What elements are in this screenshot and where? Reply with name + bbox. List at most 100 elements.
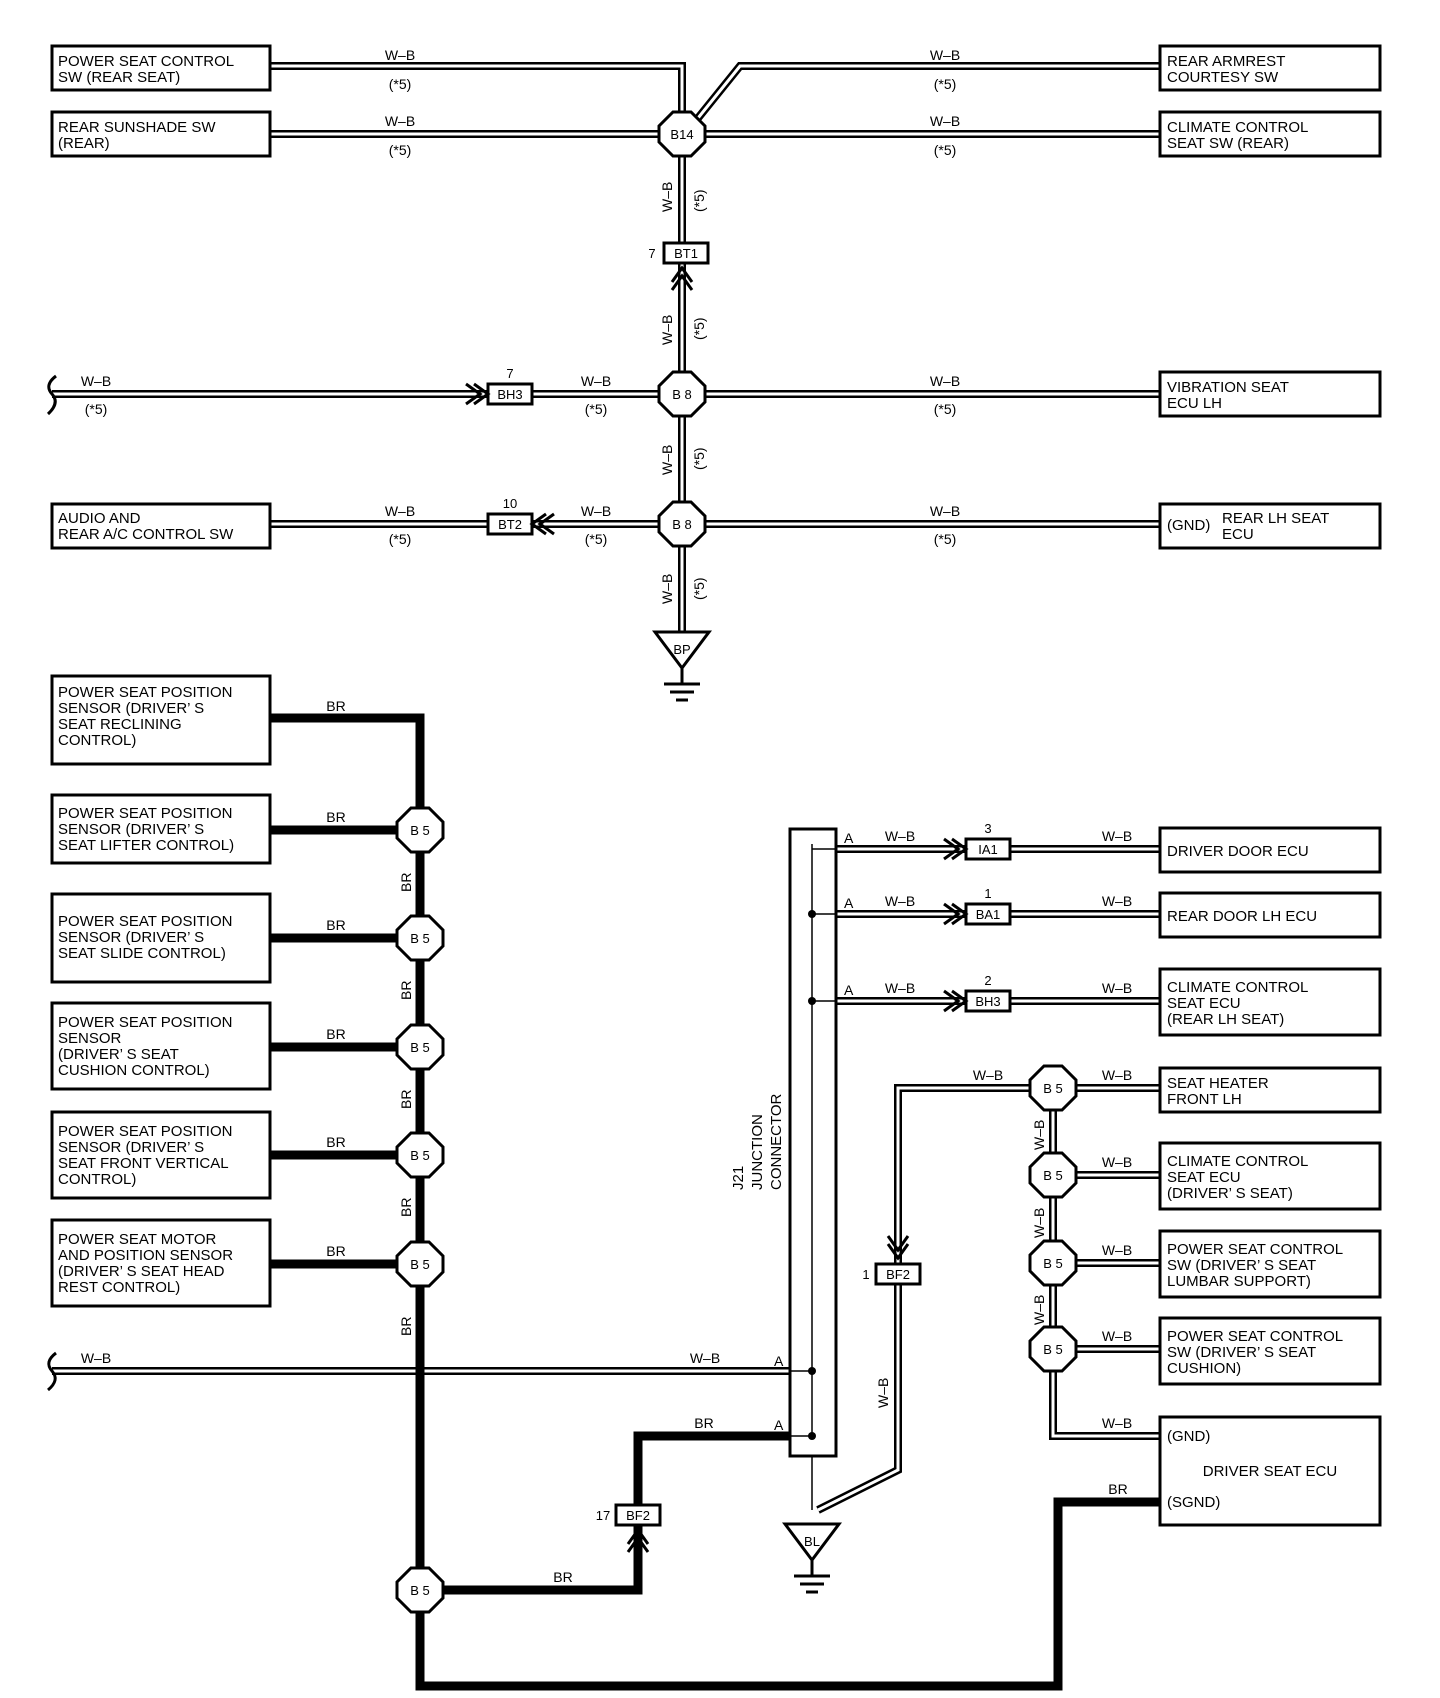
- svg-text:17: 17: [596, 1508, 610, 1523]
- svg-text:BP: BP: [673, 642, 690, 657]
- splice-b5: B 5: [1028, 1325, 1078, 1373]
- wire-color-label: BR: [326, 1026, 345, 1042]
- svg-text:REAR A/C CONTROL SW: REAR A/C CONTROL SW: [58, 526, 234, 543]
- svg-text:(GND): (GND): [1167, 517, 1210, 534]
- splice-b5: B 5: [395, 1566, 445, 1614]
- wire-color-label: BR: [553, 1569, 572, 1585]
- pin-a: A: [844, 895, 854, 911]
- svg-text:B 8: B 8: [672, 517, 692, 532]
- pin-a: A: [844, 982, 854, 998]
- svg-text:CUSHION CONTROL): CUSHION CONTROL): [58, 1062, 210, 1079]
- wire-color-label: W–B: [1102, 1328, 1132, 1344]
- splice-b5: B 5: [395, 914, 445, 962]
- svg-text:SEAT RECLINING: SEAT RECLINING: [58, 716, 182, 733]
- svg-text:SENSOR (DRIVER’ S: SENSOR (DRIVER’ S: [58, 700, 204, 717]
- svg-text:(SGND): (SGND): [1167, 1494, 1220, 1511]
- svg-text:AND POSITION SENSOR: AND POSITION SENSOR: [58, 1247, 233, 1264]
- svg-text:SEAT SW (REAR): SEAT SW (REAR): [1167, 135, 1289, 152]
- svg-text:7: 7: [506, 366, 513, 381]
- svg-text:FRONT LH: FRONT LH: [1167, 1091, 1242, 1108]
- svg-text:DRIVER SEAT ECU: DRIVER SEAT ECU: [1203, 1463, 1337, 1480]
- svg-text:POWER SEAT CONTROL: POWER SEAT CONTROL: [58, 53, 234, 70]
- svg-text:POWER SEAT MOTOR: POWER SEAT MOTOR: [58, 1231, 217, 1248]
- svg-text:BA1: BA1: [976, 907, 1001, 922]
- wire-color-label: BR: [326, 1134, 345, 1150]
- inline-connectors: BT1 7 BH3 7 BT2 10 IA1 3: [465, 241, 1012, 1553]
- wire-color-label: BR: [398, 981, 414, 1000]
- svg-text:SEAT ECU: SEAT ECU: [1167, 1169, 1241, 1186]
- svg-text:REST CONTROL): REST CONTROL): [58, 1279, 180, 1296]
- wire-color-label: W–B: [1102, 893, 1132, 909]
- wire-color-label: W–B: [885, 980, 915, 996]
- svg-text:7: 7: [648, 246, 655, 261]
- svg-text:SENSOR (DRIVER’ S: SENSOR (DRIVER’ S: [58, 821, 204, 838]
- wire-br-bus: [270, 713, 1160, 1691]
- wire-color-label: W–B: [973, 1067, 1003, 1083]
- svg-text:ECU LH: ECU LH: [1167, 395, 1222, 412]
- note-label: (*5): [585, 531, 608, 547]
- svg-text:BT2: BT2: [498, 517, 522, 532]
- svg-text:SW (REAR SEAT): SW (REAR SEAT): [58, 69, 180, 86]
- grounds: BP BL: [652, 630, 842, 1594]
- svg-text:CLIMATE CONTROL: CLIMATE CONTROL: [1167, 979, 1308, 996]
- wire-color-label: W–B: [385, 47, 415, 63]
- connector-bt1: BT1 7: [648, 241, 710, 291]
- wire-color-label: BR: [398, 873, 414, 892]
- connector-bf2-right: BF2 1: [862, 1235, 922, 1286]
- wire-color-label: W–B: [659, 574, 675, 604]
- svg-text:10: 10: [503, 496, 517, 511]
- svg-text:POWER SEAT POSITION: POWER SEAT POSITION: [58, 913, 232, 930]
- svg-text:CLIMATE CONTROL: CLIMATE CONTROL: [1167, 119, 1308, 136]
- splice-b5: B 5: [395, 1131, 445, 1179]
- connector-ba1: BA1 1: [943, 886, 1012, 926]
- box-rear-door-lh-ecu: REAR DOOR LH ECU: [1158, 891, 1382, 939]
- box-rear-sunshade-sw: REAR SUNSHADE SW (REAR): [50, 110, 272, 158]
- splice-b5: B 5: [395, 1023, 445, 1071]
- wire-color-label: W–B: [930, 113, 960, 129]
- svg-text:B 5: B 5: [410, 1257, 430, 1272]
- svg-text:CUSHION): CUSHION): [1167, 1360, 1241, 1377]
- svg-text:BL: BL: [804, 1534, 820, 1549]
- break-marker-top: [46, 374, 57, 416]
- wire-color-label: BR: [1108, 1481, 1127, 1497]
- note-label: (*5): [934, 76, 957, 92]
- svg-text:BF2: BF2: [626, 1508, 650, 1523]
- wire-color-label: W–B: [659, 445, 675, 475]
- svg-text:B 5: B 5: [410, 823, 430, 838]
- box-rear-lh-seat-ecu: (GND) REAR LH SEAT ECU: [1158, 502, 1382, 550]
- svg-text:SEAT ECU: SEAT ECU: [1167, 995, 1241, 1012]
- splices: B14 B 8 B 8 B 5 B 5 B 5 B 5 B 5: [395, 110, 1078, 1614]
- splice-b5: B 5: [395, 1240, 445, 1288]
- box-sensor-seat-front-vertical: POWER SEAT POSITION SENSOR (DRIVER’ S SE…: [50, 1110, 272, 1200]
- box-motor-head-rest: POWER SEAT MOTOR AND POSITION SENSOR (DR…: [50, 1218, 272, 1308]
- svg-text:POWER SEAT POSITION: POWER SEAT POSITION: [58, 1123, 232, 1140]
- box-climate-seat-ecu-driver: CLIMATE CONTROL SEAT ECU (DRIVER’ S SEAT…: [1158, 1141, 1382, 1211]
- svg-text:B 5: B 5: [1043, 1342, 1063, 1357]
- wire-color-label: W–B: [1031, 1208, 1047, 1238]
- note-label: (*5): [934, 142, 957, 158]
- j21-label-1: J21: [730, 1166, 747, 1190]
- svg-text:SEAT LIFTER CONTROL): SEAT LIFTER CONTROL): [58, 837, 234, 854]
- wire-color-label: W–B: [581, 503, 611, 519]
- note-label: (*5): [691, 189, 707, 212]
- pin-a: A: [844, 830, 854, 846]
- wire-color-label: W–B: [1102, 1242, 1132, 1258]
- svg-text:POWER SEAT POSITION: POWER SEAT POSITION: [58, 805, 232, 822]
- wire-color-label: W–B: [885, 828, 915, 844]
- svg-text:SENSOR (DRIVER’ S: SENSOR (DRIVER’ S: [58, 1139, 204, 1156]
- wire-color-label: W–B: [581, 373, 611, 389]
- wire-color-label: W–B: [875, 1378, 891, 1408]
- wire-color-label: W–B: [1031, 1120, 1047, 1150]
- note-label: (*5): [691, 447, 707, 470]
- wire-color-label: BR: [398, 1198, 414, 1217]
- wire-rear-armrest: [686, 62, 1160, 131]
- svg-text:CONTROL): CONTROL): [58, 732, 136, 749]
- svg-text:3: 3: [984, 821, 991, 836]
- box-driver-door-ecu: DRIVER DOOR ECU: [1158, 826, 1382, 874]
- svg-text:VIBRATION SEAT: VIBRATION SEAT: [1167, 379, 1289, 396]
- wire-color-label: W–B: [1102, 828, 1132, 844]
- box-vibration-seat-ecu-lh: VIBRATION SEAT ECU LH: [1158, 370, 1382, 418]
- wire-color-label: BR: [398, 1090, 414, 1109]
- svg-text:SENSOR: SENSOR: [58, 1030, 122, 1047]
